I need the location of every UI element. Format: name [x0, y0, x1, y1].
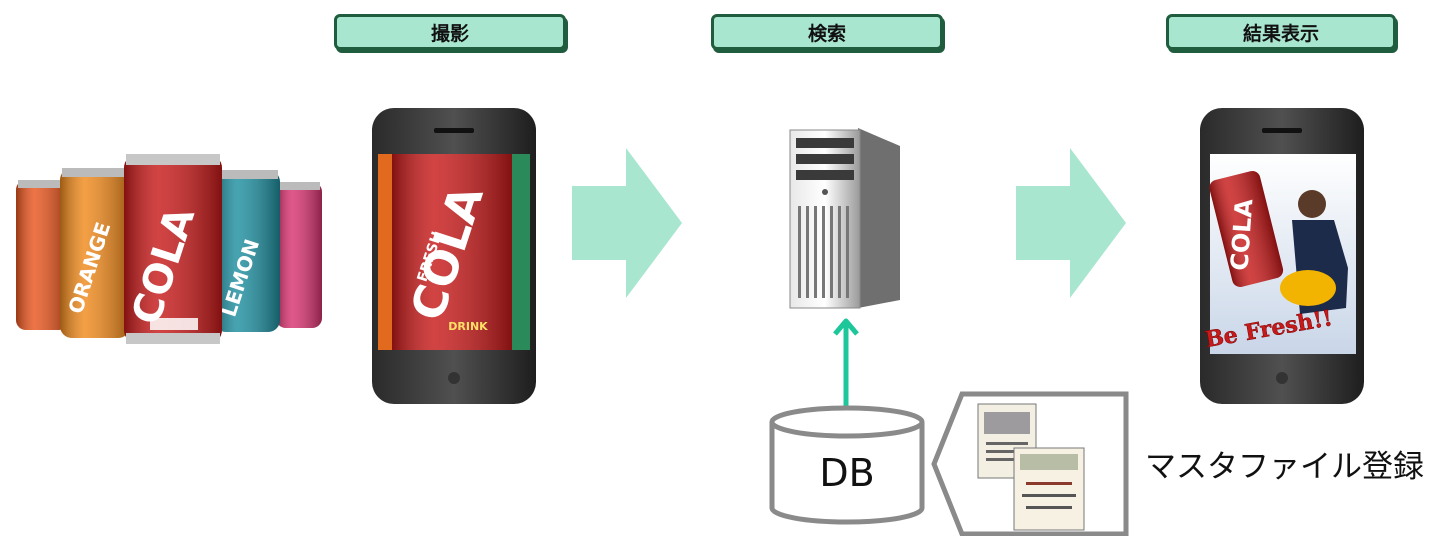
master-file-label: マスタファイル登録	[1145, 449, 1424, 485]
step-label-result: 結果表示	[1166, 14, 1396, 50]
can-orange-2: ORANGE	[60, 168, 130, 338]
smartphone-capture: FRESH COLA DRINK	[372, 108, 536, 404]
can-orange-1	[16, 180, 68, 330]
svg-text:COLA: COLA	[1225, 197, 1258, 271]
database-label: DB	[819, 451, 874, 495]
captured-cola-can: FRESH COLA DRINK	[378, 154, 530, 350]
svg-text:DRINK: DRINK	[448, 320, 488, 333]
can-cola: COLA	[123, 154, 222, 344]
upload-arrow	[833, 318, 859, 410]
drink-cans-image: LEMON ORANGE COLA	[16, 154, 322, 344]
can-lemon: LEMON	[214, 170, 280, 332]
flow-arrow-1	[572, 148, 682, 298]
flow-arrow-2	[1016, 148, 1126, 298]
promo-person	[1280, 190, 1348, 314]
promo-cola-can: COLA	[1209, 171, 1284, 287]
database-icon: DB	[769, 405, 925, 525]
step-label-capture: 撮影	[334, 14, 566, 50]
server-icon	[789, 128, 900, 309]
can-raspberry	[276, 182, 322, 328]
master-file-panel	[931, 391, 1129, 536]
wine-label-2	[1013, 447, 1085, 531]
smartphone-result: COLA Be Fresh!!	[1200, 108, 1364, 404]
step-label-search: 検索	[711, 14, 943, 50]
